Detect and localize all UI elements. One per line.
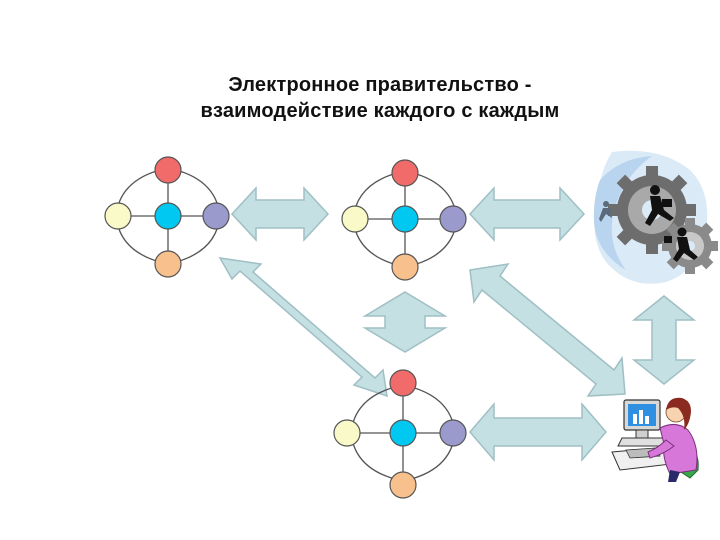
node-bottom <box>389 471 417 499</box>
title-line-1: Электронное правительство - <box>228 74 532 96</box>
arrow-vertical-center <box>362 291 448 353</box>
node-network-1 <box>104 156 230 278</box>
node-top <box>389 369 417 397</box>
node-bottom <box>154 250 182 278</box>
arrow-bottom <box>469 401 607 463</box>
arrow-diagonal-left <box>218 257 388 398</box>
gears-businessmen-icon <box>593 150 718 284</box>
node-network-3 <box>333 369 467 499</box>
node-right <box>439 419 467 447</box>
node-center <box>389 419 417 447</box>
arrow-vertical-right <box>631 295 697 385</box>
node-right <box>202 202 230 230</box>
node-bottom <box>391 253 419 281</box>
arrows-group <box>218 186 697 463</box>
node-center <box>391 205 419 233</box>
node-left <box>104 202 132 230</box>
arrow-top-left <box>230 186 330 242</box>
slide-title: Электронное правительство - взаимодейств… <box>120 72 640 124</box>
node-center <box>154 202 182 230</box>
node-left <box>341 205 369 233</box>
woman-at-computer-icon <box>611 397 699 482</box>
node-network-2 <box>341 159 467 281</box>
arrow-diagonal-right <box>469 262 626 397</box>
arrow-top-right <box>468 186 586 242</box>
node-top <box>391 159 419 187</box>
node-top <box>154 156 182 184</box>
node-left <box>333 419 361 447</box>
node-right <box>439 205 467 233</box>
title-line-2: взаимодействие каждого с каждым <box>200 100 560 122</box>
